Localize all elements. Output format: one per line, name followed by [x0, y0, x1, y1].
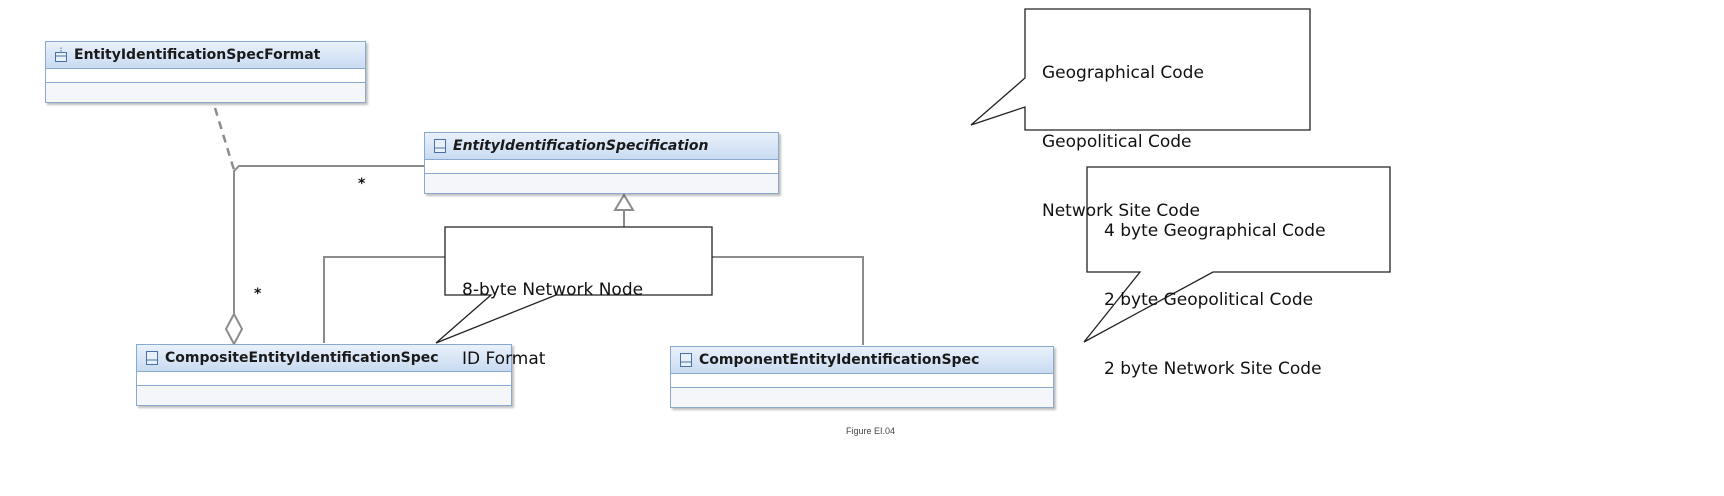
class-name: EntityIdentificationSpecification [453, 138, 709, 154]
attributes-compartment [425, 160, 778, 174]
multiplicity-lower: * [254, 286, 262, 302]
class-entity-identification-spec-format[interactable]: EntityIdentificationSpecFormat [45, 41, 366, 103]
operations-compartment [425, 174, 778, 187]
callout-codes [970, 8, 1311, 131]
class-header: EntityIdentificationSpecification [425, 133, 778, 160]
note-codes: Geographical Code Geopolitical Code Netw… [1042, 16, 1204, 246]
attributes-compartment [137, 372, 511, 386]
note-line: 2 byte Geopolitical Code [1104, 290, 1314, 310]
class-composite-entity-identification-spec[interactable]: CompositeEntityIdentificationSpec [136, 344, 512, 406]
callout-byte-codes [1083, 166, 1391, 343]
attributes-compartment [671, 374, 1053, 388]
note-line: Geopolitical Code [1042, 132, 1192, 152]
operations-compartment [671, 388, 1053, 401]
class-header: CompositeEntityIdentificationSpec [137, 345, 511, 372]
aggregation-line [233, 165, 424, 314]
class-header: ComponentEntityIdentificationSpec [671, 347, 1053, 374]
note-line: 4 byte Geographical Code [1104, 221, 1326, 241]
callout-node-id [435, 226, 713, 344]
note-byte-codes: 4 byte Geographical Code 2 byte Geopolit… [1104, 174, 1326, 404]
class-name: CompositeEntityIdentificationSpec [165, 350, 439, 366]
class-entity-identification-specification[interactable]: EntityIdentificationSpecification [424, 132, 779, 194]
class-icon [680, 353, 692, 367]
class-icon [146, 351, 158, 365]
note-line: ID Format [462, 349, 546, 369]
class-name: EntityIdentificationSpecFormat [74, 47, 321, 63]
multiplicity-upper: * [358, 176, 366, 192]
association-class-link [213, 107, 236, 171]
aggregation-diamond [224, 311, 244, 347]
note-node-id: 8-byte Network Node ID Format [462, 233, 643, 394]
class-icon [434, 139, 446, 153]
figure-caption: Figure EI.04 [846, 426, 896, 436]
note-line: Geographical Code [1042, 63, 1204, 83]
note-line: Network Site Code [1042, 201, 1200, 221]
class-component-entity-identification-spec[interactable]: ComponentEntityIdentificationSpec [670, 346, 1054, 408]
operations-compartment [137, 386, 511, 399]
operations-compartment [46, 83, 365, 96]
note-line: 2 byte Network Site Code [1104, 359, 1322, 379]
association-class-icon [55, 47, 67, 62]
class-name: ComponentEntityIdentificationSpec [699, 352, 980, 368]
attributes-compartment [46, 69, 365, 83]
class-header: EntityIdentificationSpecFormat [46, 42, 365, 69]
generalization-arrowhead [613, 193, 635, 211]
note-line: 8-byte Network Node [462, 280, 644, 300]
